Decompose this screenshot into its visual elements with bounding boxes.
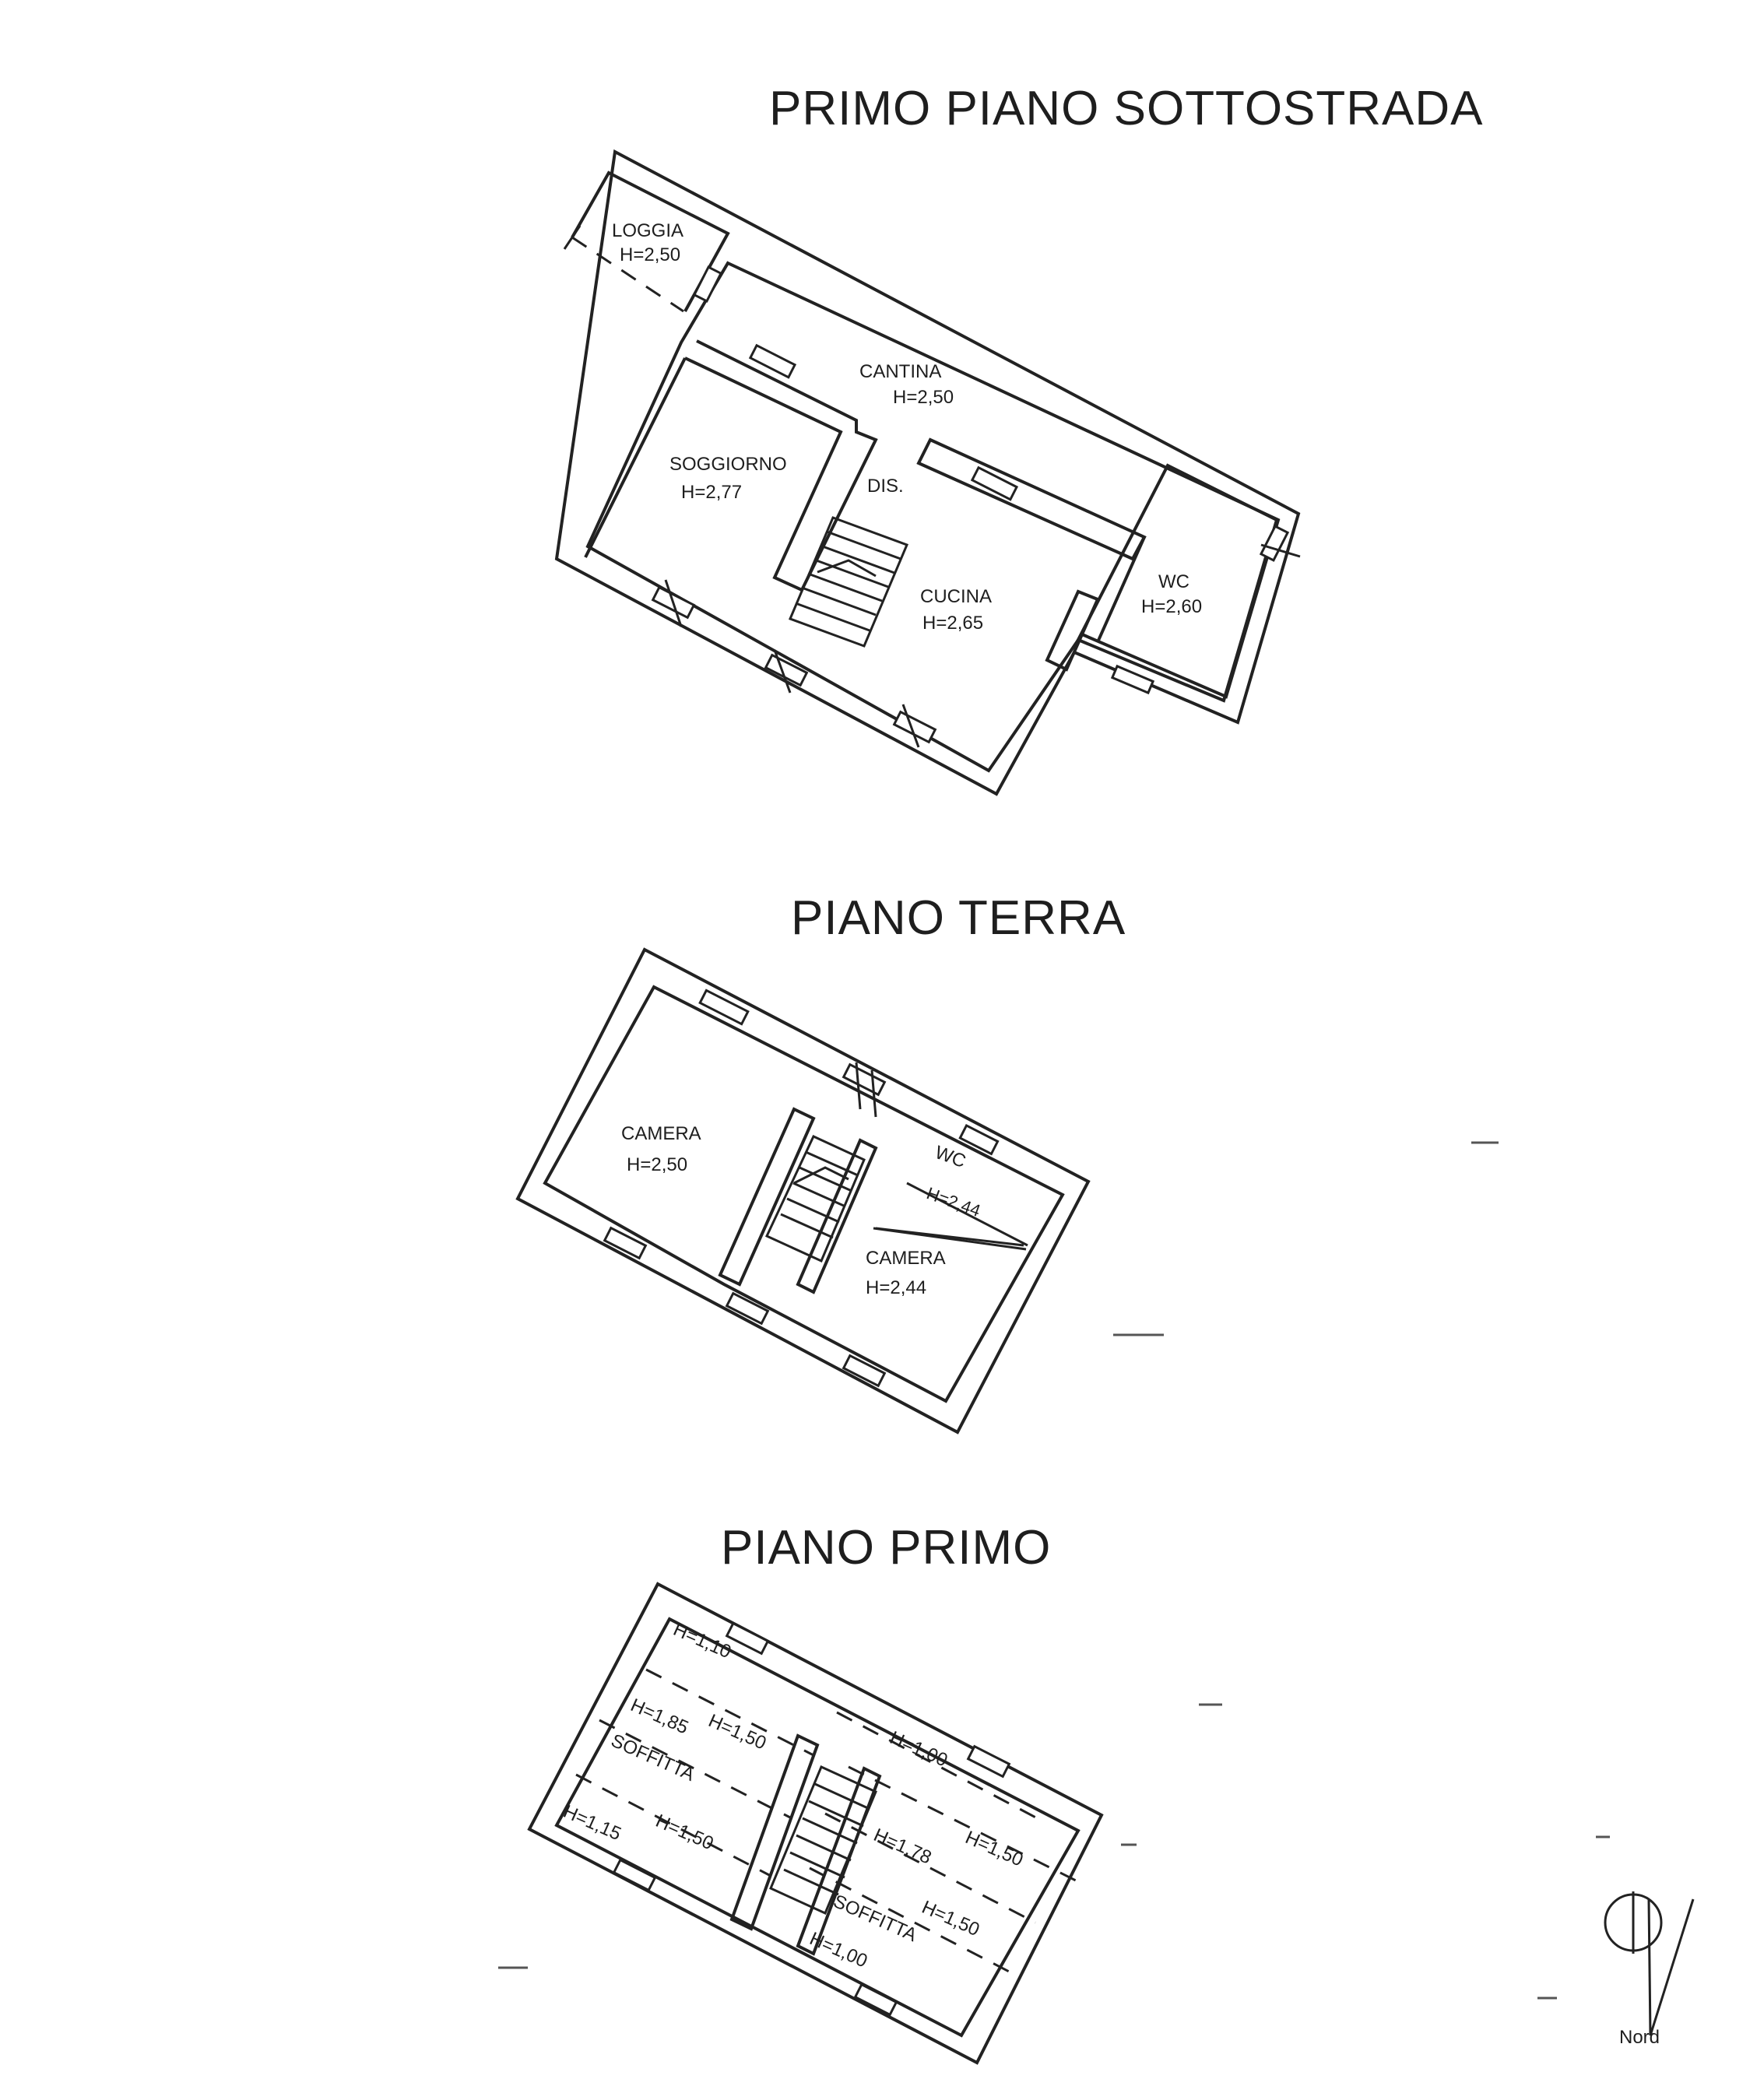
cucina-label: CUCINA bbox=[920, 586, 992, 607]
ridge-line-left-2 bbox=[599, 1719, 791, 1819]
ground-inner-wall bbox=[543, 985, 1065, 1403]
title-ground-floor: PIANO TERRA bbox=[791, 891, 1126, 945]
camera-right-height: H=2,44 bbox=[866, 1277, 926, 1298]
scan-specks bbox=[498, 1141, 1610, 2000]
dis-label: DIS. bbox=[867, 476, 904, 497]
height-1-85: H=1,85 bbox=[627, 1694, 691, 1738]
ground-partition-left bbox=[718, 1107, 816, 1287]
height-1-00-b: H=1,00 bbox=[806, 1928, 870, 1972]
cucina-wc-partition bbox=[1045, 589, 1100, 672]
ridge-line-right-1 bbox=[836, 1711, 1044, 1823]
first-partition-left bbox=[729, 1733, 820, 1931]
height-1-15: H=1,15 bbox=[560, 1801, 624, 1845]
height-1-78: H=1,78 bbox=[870, 1824, 934, 1868]
ridge-line-left-3 bbox=[575, 1773, 771, 1877]
first-outer-wall bbox=[527, 1582, 1104, 2065]
loggia-height: H=2,50 bbox=[620, 244, 680, 265]
basement-floor-plan: LOGGIA H=2,50 CANTINA H=2,50 SOGGIORNO H… bbox=[554, 149, 1301, 796]
cantina-label: CANTINA bbox=[859, 361, 941, 382]
north-arrow-icon bbox=[1604, 1891, 1695, 2036]
soggiorno-room bbox=[684, 339, 878, 592]
height-1-00-a: H=1,00 bbox=[887, 1727, 951, 1771]
wc-height: H=2,60 bbox=[1141, 596, 1202, 617]
wc-label: WC bbox=[1158, 571, 1189, 592]
wc-room bbox=[1076, 463, 1279, 703]
title-first-floor: PIANO PRIMO bbox=[721, 1521, 1052, 1575]
camera-right-label: CAMERA bbox=[866, 1248, 946, 1269]
basement-stairs bbox=[789, 516, 908, 648]
ground-floor-plan: CAMERA H=2,50 WC H=2,44 CAMERA H=2,44 bbox=[515, 947, 1091, 1435]
first-floor-plan: H=1,10 H=1,50 H=1,85 SOFFITTA H=1,15 H=1… bbox=[527, 1582, 1104, 2065]
height-1-50-d: H=1,50 bbox=[919, 1897, 982, 1940]
ridge-line-right-4 bbox=[809, 1867, 1013, 1975]
camera-left-height: H=2,50 bbox=[627, 1154, 687, 1175]
north-label: Nord bbox=[1619, 2027, 1660, 2048]
ridge-line-left-1 bbox=[645, 1668, 814, 1757]
height-1-50-b: H=1,50 bbox=[652, 1810, 716, 1854]
cantina-partition bbox=[916, 437, 1147, 561]
ground-stairs bbox=[764, 1135, 866, 1263]
camera-left-label: CAMERA bbox=[621, 1123, 701, 1144]
soggiorno-height: H=2,77 bbox=[681, 482, 742, 503]
cantina-height: H=2,50 bbox=[893, 387, 954, 408]
cantina-east-wall bbox=[1096, 536, 1146, 643]
ridge-line-right-2 bbox=[848, 1765, 1083, 1885]
loggia-label: LOGGIA bbox=[612, 220, 683, 241]
cucina-height: H=2,65 bbox=[922, 613, 983, 634]
title-basement-floor: PRIMO PIANO SOTTOSTRADA bbox=[769, 82, 1484, 135]
first-stairs bbox=[769, 1765, 877, 1916]
soggiorno-label: SOGGIORNO bbox=[669, 454, 787, 475]
soffitta-left-label: SOFFITTA bbox=[608, 1730, 698, 1786]
first-inner-wall bbox=[554, 1617, 1081, 2038]
height-1-10: H=1,10 bbox=[670, 1619, 734, 1663]
ground-wc-label: WC bbox=[932, 1142, 968, 1172]
ridge-line-right-3 bbox=[824, 1812, 1036, 1924]
loggia-open-edge bbox=[571, 236, 684, 313]
ground-wc-height: H=2,44 bbox=[924, 1183, 983, 1220]
ground-outer-wall bbox=[515, 947, 1091, 1435]
soggiorno-wall-left bbox=[584, 357, 687, 558]
ground-partition-right bbox=[796, 1138, 878, 1294]
height-1-50-c: H=1,50 bbox=[962, 1827, 1026, 1870]
soffitta-right-label: SOFFITTA bbox=[830, 1891, 919, 1946]
